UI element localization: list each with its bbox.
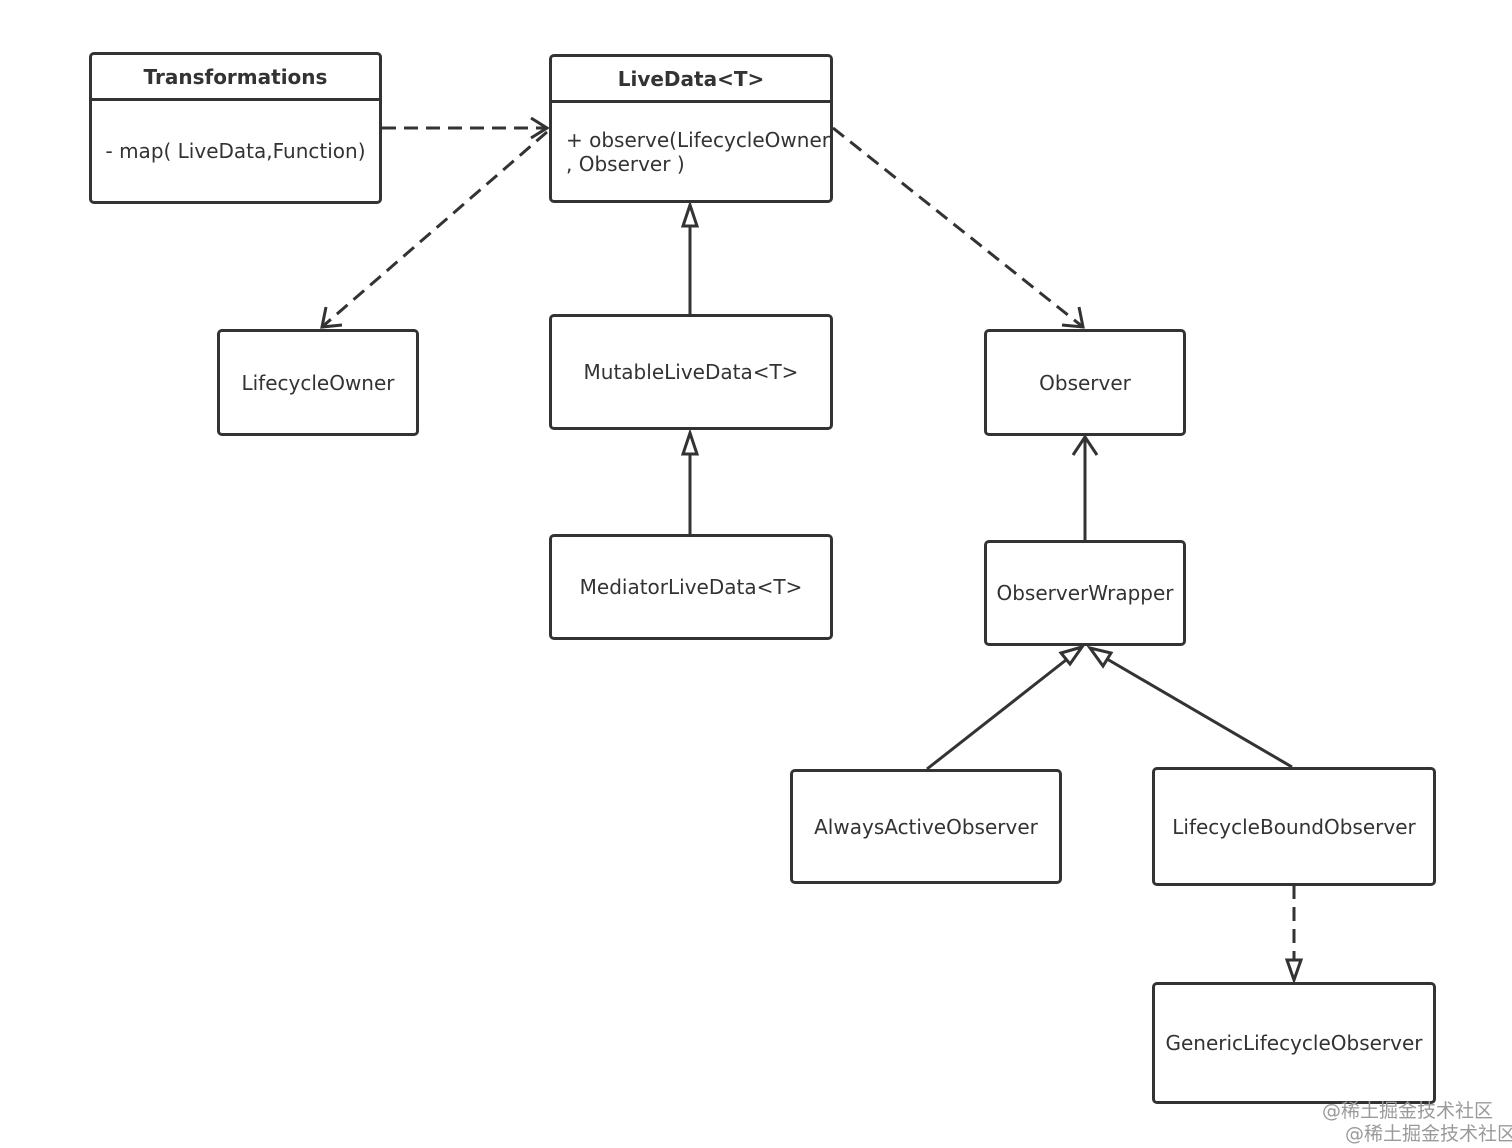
class-genericlifecycleobserver[interactable]: GenericLifecycleObserver (1152, 982, 1436, 1104)
association-observerwrapper-to-observer (1071, 434, 1099, 540)
watermark-line-2: @稀土掘金技术社区 (1345, 1123, 1512, 1145)
class-methods: - map( LiveData,Function) (92, 101, 379, 201)
inheritance-lifecyclebound-to-wrapper (1086, 645, 1293, 769)
class-title: LiveData<T> (552, 57, 830, 103)
class-label: AlwaysActiveObserver (814, 814, 1038, 839)
class-label: GenericLifecycleObserver (1165, 1031, 1423, 1055)
realization-lifecyclebound-to-generic (1284, 885, 1304, 985)
class-label: ObserverWrapper (996, 581, 1174, 605)
class-label: LifecycleBoundObserver (1172, 814, 1416, 839)
class-observerwrapper[interactable]: ObserverWrapper (984, 540, 1186, 646)
inheritance-mediator-to-mutable (680, 428, 700, 534)
inheritance-alwaysactive-to-wrapper (926, 644, 1086, 771)
class-mediatorlivedata[interactable]: MediatorLiveData<T> (549, 534, 833, 640)
method-observe-line2: , Observer ) (566, 151, 685, 176)
class-alwaysactiveobserver[interactable]: AlwaysActiveObserver (790, 769, 1062, 884)
inheritance-mutable-to-livedata (680, 200, 700, 314)
class-mutablelivedata[interactable]: MutableLiveData<T> (549, 314, 833, 430)
dependency-livedata-to-observer (832, 126, 1085, 329)
class-lifecycleboundobserver[interactable]: LifecycleBoundObserver (1152, 767, 1436, 886)
class-observer[interactable]: Observer (984, 329, 1186, 436)
class-lifecycleowner[interactable]: LifecycleOwner (217, 329, 419, 436)
method-observe-line1: + observe(LifecycleOwner (566, 127, 830, 152)
class-label: MutableLiveData<T> (583, 360, 799, 384)
class-label: LifecycleOwner (241, 370, 395, 395)
class-title: Transformations (92, 55, 379, 101)
class-livedata[interactable]: LiveData<T> + observe(LifecycleOwner , O… (549, 54, 833, 203)
dependency-transformations-to-livedata (382, 116, 550, 140)
method-map: - map( LiveData,Function) (105, 139, 366, 163)
class-transformations[interactable]: Transformations - map( LiveData,Function… (89, 52, 382, 204)
dependency-livedata-to-lifecycleowner (320, 130, 548, 329)
watermark-line-1: @稀土掘金技术社区 (1322, 1100, 1494, 1122)
class-label: Observer (1039, 370, 1131, 395)
class-label: MediatorLiveData<T> (579, 575, 803, 599)
class-methods: + observe(LifecycleOwner , Observer ) (552, 103, 830, 200)
